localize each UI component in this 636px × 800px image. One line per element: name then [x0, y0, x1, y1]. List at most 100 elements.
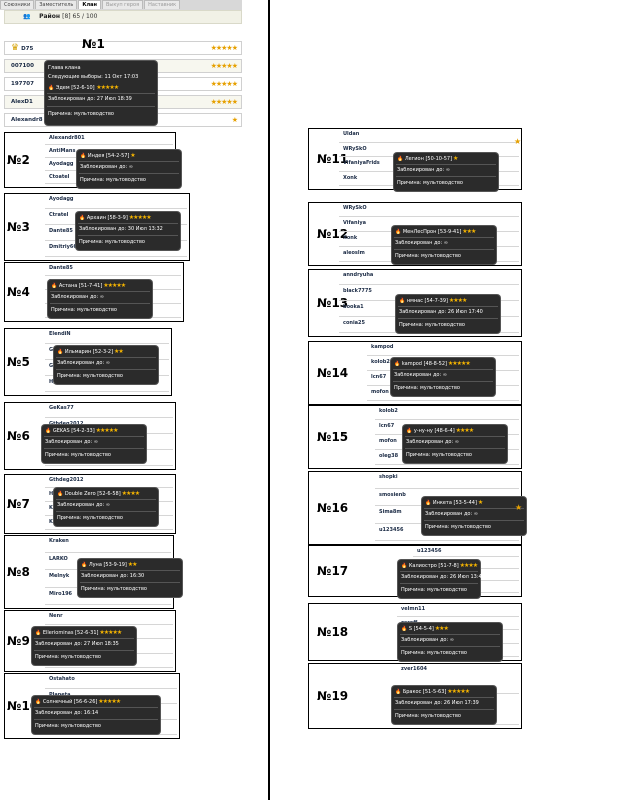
- member-row[interactable]: ♛D75 ★★★★★: [4, 41, 242, 55]
- member-name[interactable]: Alexandr801: [49, 135, 85, 141]
- member-name[interactable]: Dante85: [49, 228, 73, 234]
- favorite-star-icon[interactable]: ★: [514, 137, 522, 146]
- tab-allies[interactable]: Союзники: [0, 0, 35, 9]
- member-name[interactable]: anndryuha: [343, 272, 374, 278]
- member-name[interactable]: Dmitriy66: [49, 244, 77, 250]
- member-name[interactable]: conia25: [343, 320, 366, 326]
- member-name[interactable]: WRySkO: [343, 145, 367, 152]
- member-name[interactable]: Planeta: [49, 691, 71, 698]
- member-name[interactable]: Xonk: [343, 174, 358, 181]
- row-divider: [45, 529, 173, 530]
- member-name[interactable]: kolob2: [379, 408, 398, 414]
- fire-icon: 🔥: [406, 428, 414, 434]
- row-divider: [339, 216, 519, 217]
- member-name[interactable]: GeKas77: [49, 405, 74, 411]
- rating-stars: ★★★★★: [94, 427, 119, 434]
- rating-stars: ★: [129, 152, 135, 159]
- player-tooltip: 🔥 МенЛесПрон [53-9-41] ★★★Заблокирован д…: [392, 226, 496, 264]
- member-name[interactable]: Ctratel: [49, 212, 69, 218]
- member-name[interactable]: WRySkO: [343, 205, 367, 211]
- member-name[interactable]: Kraken: [49, 538, 69, 544]
- row-divider: [45, 551, 171, 553]
- section-label: №19: [317, 689, 349, 703]
- player-tooltip: 🔥 Бракос [51-5-63] ★★★★★Заблокирован до:…: [392, 686, 496, 724]
- rating-stars: ★★★: [461, 228, 476, 235]
- favorite-star-icon[interactable]: ★: [515, 503, 523, 512]
- rating-stars: ★: [231, 116, 238, 124]
- section-label: №1: [82, 37, 105, 51]
- member-name[interactable]: Dante85: [49, 265, 73, 271]
- rating-stars: ★★★★★: [98, 629, 122, 636]
- fire-icon: 🔥: [401, 626, 409, 632]
- member-name[interactable]: Sima8m: [379, 509, 402, 515]
- member-name[interactable]: lcn67: [371, 374, 387, 380]
- row-divider: [339, 284, 519, 285]
- member-name[interactable]: black7775: [343, 288, 372, 294]
- rating-stars: ★★★★★: [102, 282, 126, 289]
- fire-icon: 🔥: [45, 428, 53, 434]
- tab-mentor[interactable]: Наставник: [144, 0, 181, 9]
- member-name[interactable]: shopki: [379, 474, 398, 480]
- member-name[interactable]: lcn67: [379, 423, 395, 429]
- rating-stars: ★★★: [433, 625, 449, 632]
- fire-icon: 🔥: [57, 491, 65, 497]
- member-name[interactable]: oleg38: [379, 453, 399, 459]
- fire-icon: 🔥: [80, 153, 88, 159]
- tab-deputy[interactable]: Заместитель: [35, 0, 78, 9]
- fire-icon: 🔥: [81, 562, 89, 568]
- row-divider: [397, 615, 519, 617]
- member-name[interactable]: smosienb: [379, 491, 406, 498]
- tab-clan[interactable]: Клан: [78, 0, 101, 9]
- player-tooltip: 🔥 Double Zero [52-6-58] ★★★★Заблокирован…: [54, 488, 158, 526]
- member-name[interactable]: ElendiN: [49, 331, 71, 337]
- member-name[interactable]: Ctoatel: [49, 174, 70, 180]
- member-name[interactable]: Ayodagg: [49, 196, 74, 202]
- row-divider: [45, 391, 169, 392]
- member-name[interactable]: AntiMans: [49, 148, 76, 154]
- member-name[interactable]: Ayodagg: [49, 161, 74, 167]
- section-label: №4: [7, 285, 30, 299]
- member-name[interactable]: Ostahato: [49, 676, 75, 682]
- member-name[interactable]: booka1: [343, 304, 364, 310]
- member-name[interactable]: Gthdeg2012: [49, 421, 84, 427]
- player-tooltip: 🔥 Ильмарин [52-3-2] ★★Заблокирован до: ∞…: [54, 346, 158, 384]
- player-tooltip: 🔥 Легион [50-10-57] ★Заблокирован до: ∞П…: [394, 153, 498, 191]
- member-name[interactable]: Nenr: [49, 613, 63, 619]
- section-label: №7: [7, 497, 30, 511]
- member-name[interactable]: Gthdeg2012: [49, 477, 84, 483]
- rating-stars: ★★★★★: [446, 688, 470, 695]
- member-name[interactable]: kolob2: [371, 359, 390, 365]
- member-name[interactable]: velmn11: [401, 606, 426, 612]
- member-name[interactable]: mofon: [371, 389, 389, 395]
- tab-hero-ransom[interactable]: Выкуп героя: [101, 0, 144, 9]
- fire-icon: 🔥: [48, 85, 55, 91]
- member-name[interactable]: Melnyk: [49, 573, 70, 579]
- member-name[interactable]: aleoslm: [343, 250, 365, 256]
- member-name[interactable]: kampod: [371, 344, 394, 350]
- player-tooltip: 🔥 kampod [48-8-52] ★★★★★Заблокирован до:…: [391, 358, 495, 396]
- fire-icon: 🔥: [35, 699, 43, 705]
- row-divider: [45, 256, 187, 257]
- player-tooltip: 🔥 Индея [54-2-57] ★Заблокирован до: ∞При…: [77, 150, 181, 188]
- row-divider: [45, 604, 171, 605]
- fire-icon: 🔥: [79, 215, 87, 221]
- member-name[interactable]: Miro196: [49, 590, 73, 597]
- member-name[interactable]: VifaniyaFrids: [343, 160, 380, 166]
- member-name[interactable]: Vifaniya: [343, 220, 366, 226]
- member-name[interactable]: mofon: [379, 438, 397, 444]
- member-name[interactable]: u123456: [417, 548, 442, 554]
- player-tooltip: Глава клана Следующие выборы: 11 Окт 17:…: [45, 61, 157, 125]
- member-name[interactable]: LARKO: [49, 555, 68, 562]
- player-tooltip: 🔥 Луна [53-9-19] ★★Заблокирован до: 16:3…: [78, 559, 182, 597]
- member-name[interactable]: Uldan: [343, 131, 360, 137]
- player-tooltip: 🔥 нмнас [54-7-39] ★★★★Заблокирован до: 2…: [396, 295, 500, 333]
- row-divider: [339, 141, 519, 143]
- row-divider: [367, 355, 519, 356]
- member-name[interactable]: Xonk: [343, 235, 358, 241]
- fire-icon: 🔥: [57, 349, 65, 355]
- member-name[interactable]: zeroff: [401, 620, 417, 626]
- member-name[interactable]: u123456: [379, 526, 404, 533]
- section-label: №12: [317, 227, 349, 241]
- member-name[interactable]: zver1604: [401, 666, 427, 672]
- player-tooltip: 🔥 S [54-5-4] ★★★Заблокирован до: ∞Причин…: [398, 623, 502, 661]
